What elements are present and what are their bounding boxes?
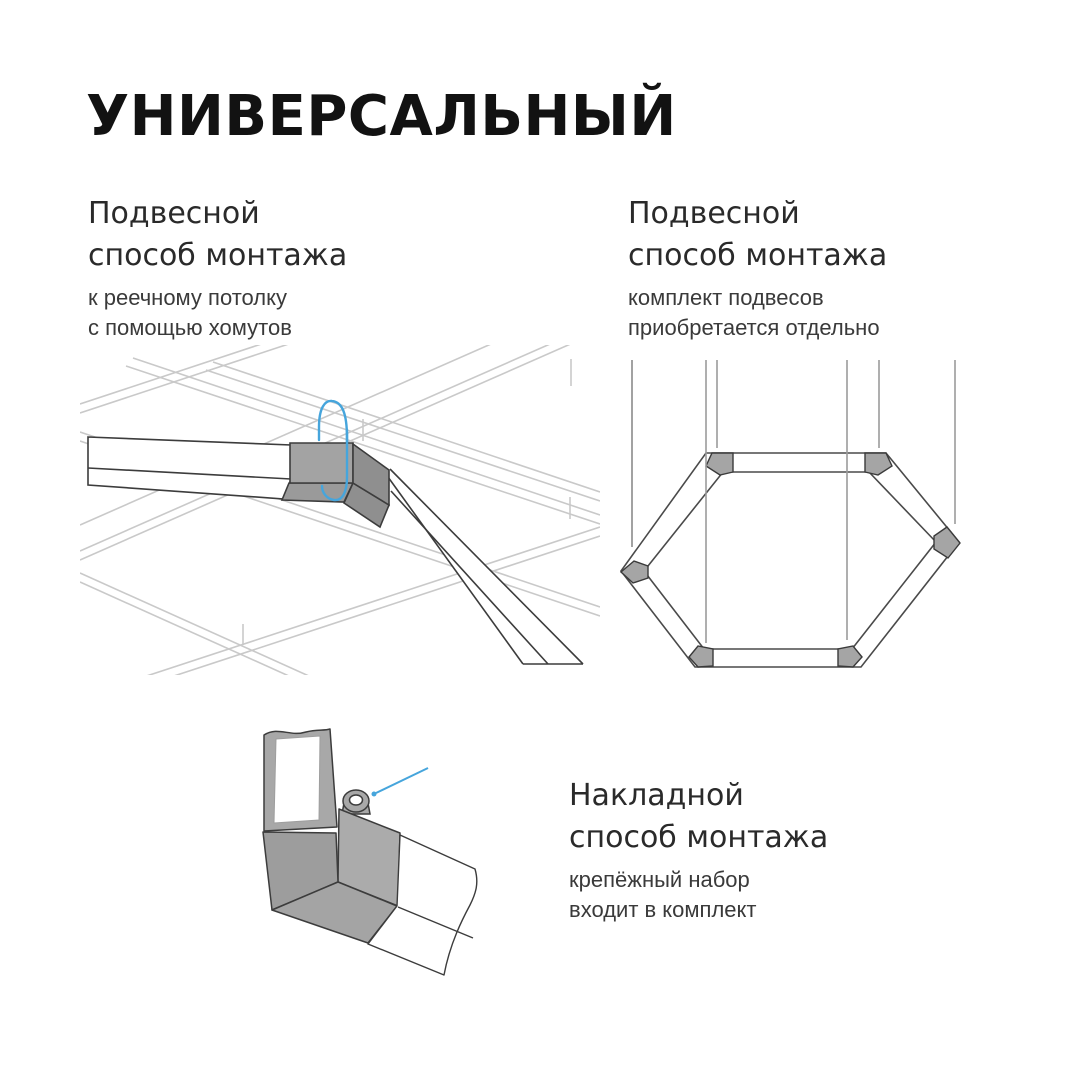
suspension-cables	[631, 360, 956, 643]
section1-sub-line1: к реечному потолку	[88, 285, 287, 310]
eyelet-pointer-arrow	[371, 767, 429, 797]
hexagon-corner-connectors	[619, 452, 961, 668]
section1-heading-line1: Подвесной	[88, 196, 260, 231]
page-title: УНИВЕРСАЛЬНЫЙ	[86, 84, 677, 149]
diagonal-profile	[387, 468, 584, 665]
section2-sub-line2: приобретается отдельно	[628, 315, 880, 340]
section3-heading-line1: Накладной	[569, 778, 744, 813]
corner-bracket-icon	[262, 728, 478, 976]
ceiling-grid-clamp-mount-icon	[80, 345, 600, 675]
section-surface-mount-text: Накладной способ монтажа крепёжный набор…	[569, 775, 828, 925]
clamp-loop-front	[320, 428, 349, 502]
hexagon-suspension-icon	[619, 360, 961, 668]
vertical-profile	[263, 728, 338, 832]
section-suspended-clamp-text: Подвесной способ монтажа к реечному пото…	[88, 193, 347, 343]
section2-heading-line1: Подвесной	[628, 196, 800, 231]
horizontal-profile	[367, 834, 478, 976]
section2-sub-line1: комплект подвесов	[628, 285, 824, 310]
section3-sub-line2: входит в комплект	[569, 897, 757, 922]
left-profile-bar	[87, 436, 292, 500]
section3-heading-line2: способ монтажа	[569, 820, 829, 855]
section-suspended-kit-text: Подвесной способ монтажа комплект подвес…	[628, 193, 887, 343]
corner-block	[262, 808, 401, 944]
mounting-eyelet	[341, 789, 371, 815]
ceiling-grid-clamp-mount-illustration	[80, 345, 600, 675]
section3-sub-line1: крепёжный набор	[569, 867, 750, 892]
corner-bracket-surface-mount-illustration	[230, 695, 560, 995]
section2-heading-line2: способ монтажа	[628, 238, 888, 273]
section1-heading-line2: способ монтажа	[88, 238, 348, 273]
hexagon-suspension-illustration	[595, 350, 1025, 670]
hexagon-ring	[620, 452, 961, 668]
section1-sub-line2: с помощью хомутов	[88, 315, 292, 340]
corner-connector	[280, 442, 390, 529]
